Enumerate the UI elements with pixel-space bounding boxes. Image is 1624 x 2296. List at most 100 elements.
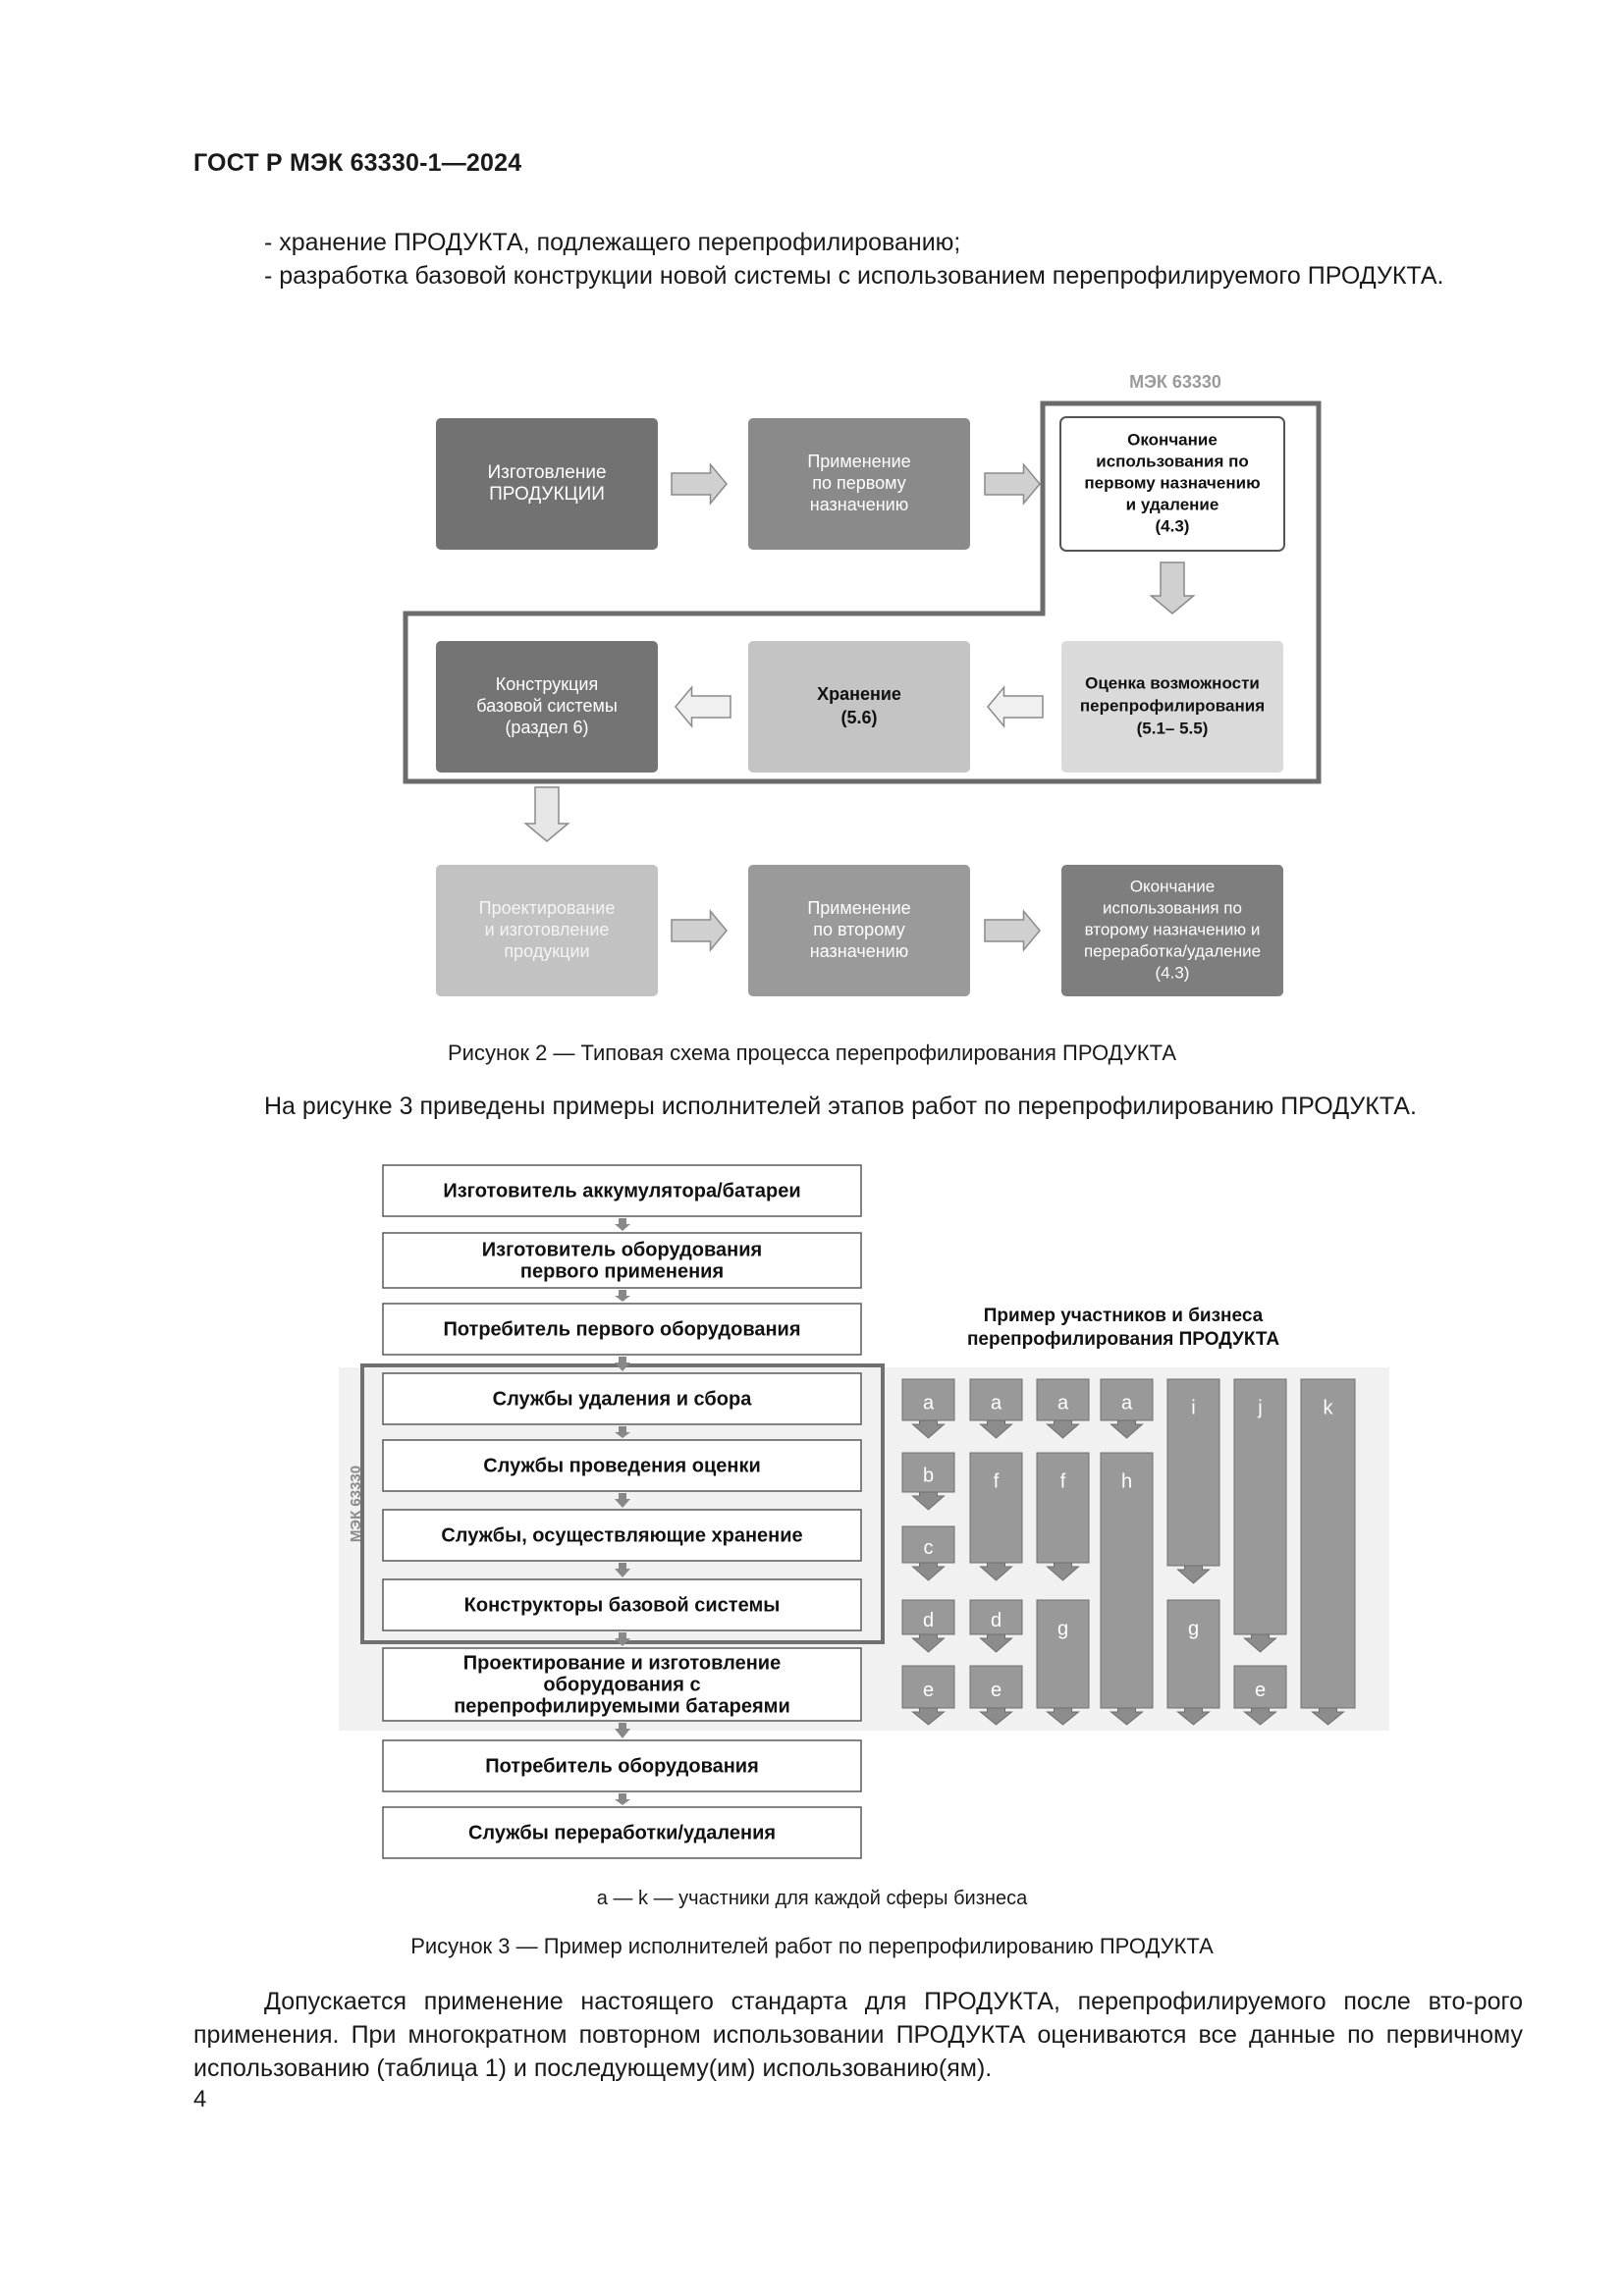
figure-2-scope-label-line: МЭК 63330: [1129, 372, 1221, 392]
chain-arrow: [615, 1632, 630, 1646]
participant-letter: a: [1057, 1392, 1069, 1414]
chain-box: [382, 1164, 862, 1217]
chain-box: [382, 1232, 862, 1289]
figure-2-caption: Рисунок 2 — Типовая схема процесса переп…: [447, 1041, 1177, 1065]
box-storage-label-line: (5.6): [840, 708, 877, 727]
participant-letter: d: [923, 1610, 934, 1631]
chain-box: [382, 1806, 862, 1859]
chain-box-label-line: Службы удаления и сбора: [493, 1388, 753, 1410]
box-storage: [746, 639, 972, 774]
page-number: 4: [193, 2086, 207, 2112]
box-manufacture-label-line: Изготовление: [487, 462, 606, 483]
figure-3-legend-note: a — k — участники для каждой сферы бизне…: [596, 1888, 1028, 1909]
participant-d-1: [901, 1599, 955, 1635]
participant-g-2-arrow: [1176, 1707, 1211, 1726]
chain-arrow: [615, 1218, 630, 1231]
box-base-design-label-line: базовой системы: [476, 696, 618, 716]
figure-3-intro-paragraph: На рисунке 3 приведены примеры исполните…: [264, 1093, 1417, 1120]
chain-arrow: [615, 1426, 630, 1438]
participant-letter: f: [1060, 1470, 1066, 1492]
participant-a-1-arrow: [911, 1419, 946, 1439]
chain-box-label: Службы проведения оценки: [483, 1455, 761, 1476]
figure-2-scope-frame: [403, 400, 1322, 784]
chain-box: [382, 1509, 862, 1562]
arrow-second-use-to-end: [984, 909, 1041, 952]
box-design-manufacture-label-line: Проектирование: [479, 898, 616, 918]
participant-i: [1166, 1378, 1220, 1567]
box-end-second-use-label-line: второму назначению и: [1085, 920, 1261, 938]
participant-letter: a: [923, 1392, 935, 1414]
chain-box-label-line: Службы переработки/удаления: [468, 1822, 776, 1843]
participant-h: [1100, 1452, 1154, 1709]
box-first-use-label-line: Применение: [807, 452, 910, 471]
participants-title-line: перепрофилирования ПРОДУКТА: [967, 1329, 1279, 1350]
figure-3-caption: Рисунок 3 — Пример исполнителей работ по…: [410, 1934, 1214, 1958]
participant-b: [901, 1452, 955, 1493]
participant-letter: a: [991, 1392, 1002, 1414]
participant-d-2: [969, 1599, 1023, 1635]
participant-a-1: [901, 1378, 955, 1421]
participant-letter: c: [924, 1537, 934, 1559]
participant-g-1: [1036, 1599, 1090, 1709]
box-end-first-use-label-line: (4.3): [1156, 516, 1190, 535]
participant-i-arrow: [1176, 1565, 1211, 1584]
box-end-second-use-label-line: использования по: [1103, 898, 1242, 917]
chain-box-label-line: Потребитель первого оборудования: [443, 1318, 800, 1340]
box-end-first-use: [1059, 416, 1285, 552]
chain-box-label: Изготовитель аккумулятора/батареи: [443, 1180, 800, 1201]
participant-d-1-arrow: [911, 1633, 946, 1653]
box-assessment-label-line: перепрофилирования: [1080, 696, 1265, 715]
participant-letter: g: [1188, 1618, 1199, 1639]
participant-letter: a: [1121, 1392, 1133, 1414]
participant-f-2-arrow: [1046, 1562, 1080, 1581]
chain-box-label-line: Конструкторы базовой системы: [464, 1594, 781, 1616]
box-storage-label: Хранение(5.6): [817, 684, 901, 727]
box-second-use-label-line: назначению: [810, 941, 908, 961]
document-header: ГОСТ Р МЭК 63330-1—2024: [193, 149, 522, 177]
box-base-design: [434, 639, 660, 774]
participant-letter: f: [994, 1470, 1000, 1492]
chain-box-label-line: первого применения: [520, 1260, 724, 1282]
arrow-end-to-assessment: [1149, 561, 1196, 614]
chain-box-label-line: Изготовитель аккумулятора/батареи: [443, 1180, 800, 1201]
box-end-first-use-label-line: Окончание: [1127, 430, 1218, 449]
arrow-assessment-to-storage: [987, 685, 1044, 728]
chain-box: [382, 1739, 862, 1792]
box-second-use-label-line: по второму: [813, 920, 905, 939]
list-item-storage: - хранение ПРОДУКТА, подлежащего перепро…: [264, 229, 961, 256]
chain-box-label-line: перепрофилируемыми батареями: [454, 1695, 790, 1717]
chain-box: [382, 1578, 862, 1631]
box-assessment-label-line: Оценка возможности: [1085, 673, 1260, 692]
box-assessment: [1059, 639, 1285, 774]
participant-a-4: [1100, 1378, 1154, 1421]
arrow-base-design-to-design: [523, 786, 570, 842]
chain-arrow: [615, 1723, 630, 1738]
participant-e-3: [1233, 1665, 1287, 1709]
box-end-first-use-label-line: и удаление: [1126, 495, 1219, 513]
chain-box-label-line: Потребитель оборудования: [485, 1755, 759, 1777]
chain-box-label: Потребитель первого оборудования: [443, 1318, 800, 1340]
box-base-design-label-line: (раздел 6): [505, 718, 588, 737]
chain-box-label-line: Службы, осуществляющие хранение: [441, 1524, 802, 1546]
participant-g-1-arrow: [1046, 1707, 1080, 1726]
chain-box-label: Проектирование и изготовлениеоборудовани…: [454, 1652, 790, 1717]
box-assessment-label-line: (5.1– 5.5): [1137, 719, 1209, 737]
chain-box-label: Службы переработки/удаления: [468, 1822, 776, 1843]
chain-box-label: Службы, осуществляющие хранение: [441, 1524, 802, 1546]
box-end-first-use-label-line: использования по: [1096, 452, 1249, 470]
participant-d-2-arrow: [979, 1633, 1013, 1653]
participant-letter: e: [991, 1680, 1001, 1701]
chain-box-label: Потребитель оборудования: [485, 1755, 759, 1777]
box-first-use-label-line: назначению: [810, 495, 908, 514]
chain-box: [382, 1372, 862, 1425]
participant-a-4-arrow: [1110, 1419, 1144, 1439]
box-first-use: [746, 416, 972, 552]
closing-paragraph: Допускается применение настоящего станда…: [193, 1988, 1523, 2082]
box-manufacture: [434, 416, 660, 552]
participant-letter: j: [1257, 1397, 1262, 1418]
chain-box: [382, 1647, 862, 1722]
participant-letter: e: [923, 1680, 934, 1701]
participant-f-1: [969, 1452, 1023, 1564]
